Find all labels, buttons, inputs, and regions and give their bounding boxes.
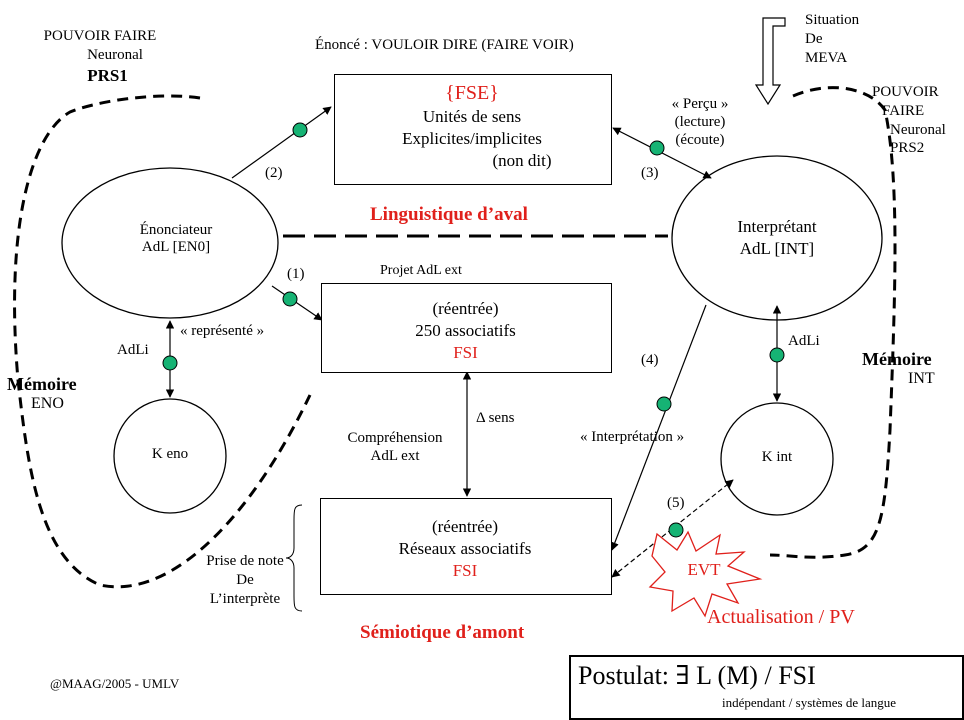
meva-hollow-arrow: [754, 17, 786, 106]
node-dot-adli-eno: [162, 355, 178, 371]
projet-box-text: (réentrée) 250 associatifs FSI: [321, 298, 610, 364]
interpretant-label: Interprétant AdL [INT]: [737, 217, 817, 259]
projet-adl-label: Projet AdL ext: [380, 263, 462, 278]
brace-shape: [285, 504, 303, 612]
label-3: (3): [641, 165, 659, 181]
fse-line1: Unités de sens: [422, 107, 522, 126]
memoire-right-label: Mémoire INT: [862, 349, 935, 387]
k-eno-circle: [113, 398, 227, 514]
reseaux-line2: Réseaux associatifs: [398, 539, 532, 559]
node-dot-5: [668, 522, 684, 538]
prise-de-note-label: Prise de note De L’interprète: [206, 553, 284, 607]
adli-left-label: AdLi: [117, 342, 149, 358]
pouvoir-faire-right: POUVOIR FAIRE Neuronal PRS2: [872, 84, 946, 157]
arrow-4: [610, 304, 707, 551]
fse-line2: Explicites/implicites: [402, 129, 542, 149]
adli-right-label: AdLi: [788, 333, 820, 349]
node-dot-3: [649, 140, 665, 156]
reseaux-box: [320, 498, 612, 595]
k-int-label: K int: [761, 449, 793, 465]
arrow-5: [611, 479, 734, 578]
label-4: (4): [641, 352, 659, 368]
arrow-1: [271, 285, 323, 321]
fse-label: {FSE}: [445, 82, 499, 104]
fse-line3: (non dit): [492, 151, 552, 171]
evt-star-shape: [648, 530, 763, 618]
represente-label: « représenté »: [180, 323, 265, 339]
postulat-box: [569, 655, 964, 720]
postulat-sub: indépendant / systèmes de langue: [722, 695, 897, 710]
pouvoir-faire-left: POUVOIR FAIRE Neuronal PRS1: [43, 28, 157, 85]
projet-line1: (réentrée): [432, 299, 499, 318]
fse-box-text: {FSE} Unités de sens Explicites/implicit…: [334, 80, 610, 172]
actualisation-label: Actualisation / PV: [707, 606, 855, 628]
evt-label: EVT: [687, 560, 721, 579]
reseaux-box-text: (réentrée) Réseaux associatifs FSI: [320, 516, 610, 582]
postulat-main: Postulat: ∃ L (M) / FSI: [578, 661, 816, 690]
fse-box: [334, 74, 612, 185]
delta-sens-label: Δ sens: [476, 410, 515, 426]
enonce-heading: Énoncé : VOULOIR DIRE (FAIRE VOIR): [315, 37, 574, 53]
interpretation-label: « Interprétation »: [580, 429, 685, 445]
enonciateur-label: Énonciateur AdL [EN0]: [139, 222, 213, 256]
prs2-dashed-loop: [769, 86, 897, 559]
copyright-label: @MAAG/2005 - UMLV: [50, 676, 180, 691]
label-1: (1): [287, 266, 305, 282]
node-dot-adli-int: [769, 347, 785, 363]
label-2: (2): [265, 165, 283, 181]
memoire-left-label: Mémoire ENO: [7, 374, 77, 412]
reseaux-fsi: FSI: [452, 561, 478, 581]
k-eno-label: K eno: [151, 446, 189, 462]
node-dot-4: [656, 396, 672, 412]
k-int-circle: [720, 402, 834, 516]
comprehension-label: Compréhension AdL ext: [347, 430, 443, 464]
node-dot-1: [282, 291, 298, 307]
label-5: (5): [667, 495, 685, 511]
semiotique-amont-label: Sémiotique d’amont: [360, 622, 525, 643]
enonciateur-ellipse: [61, 167, 279, 319]
arrow-2: [231, 106, 332, 179]
projet-fsi: FSI: [453, 343, 478, 363]
reseaux-line1: (réentrée): [431, 517, 499, 536]
situation-meva-label: Situation De MEVA: [805, 12, 860, 66]
projet-box: [321, 283, 612, 373]
node-dot-2: [292, 122, 308, 138]
percu-label: « Perçu » (lecture) (écoute): [671, 96, 729, 148]
projet-line2: 250 associatifs: [415, 321, 516, 341]
linguistique-aval-label: Linguistique d’aval: [370, 204, 528, 225]
